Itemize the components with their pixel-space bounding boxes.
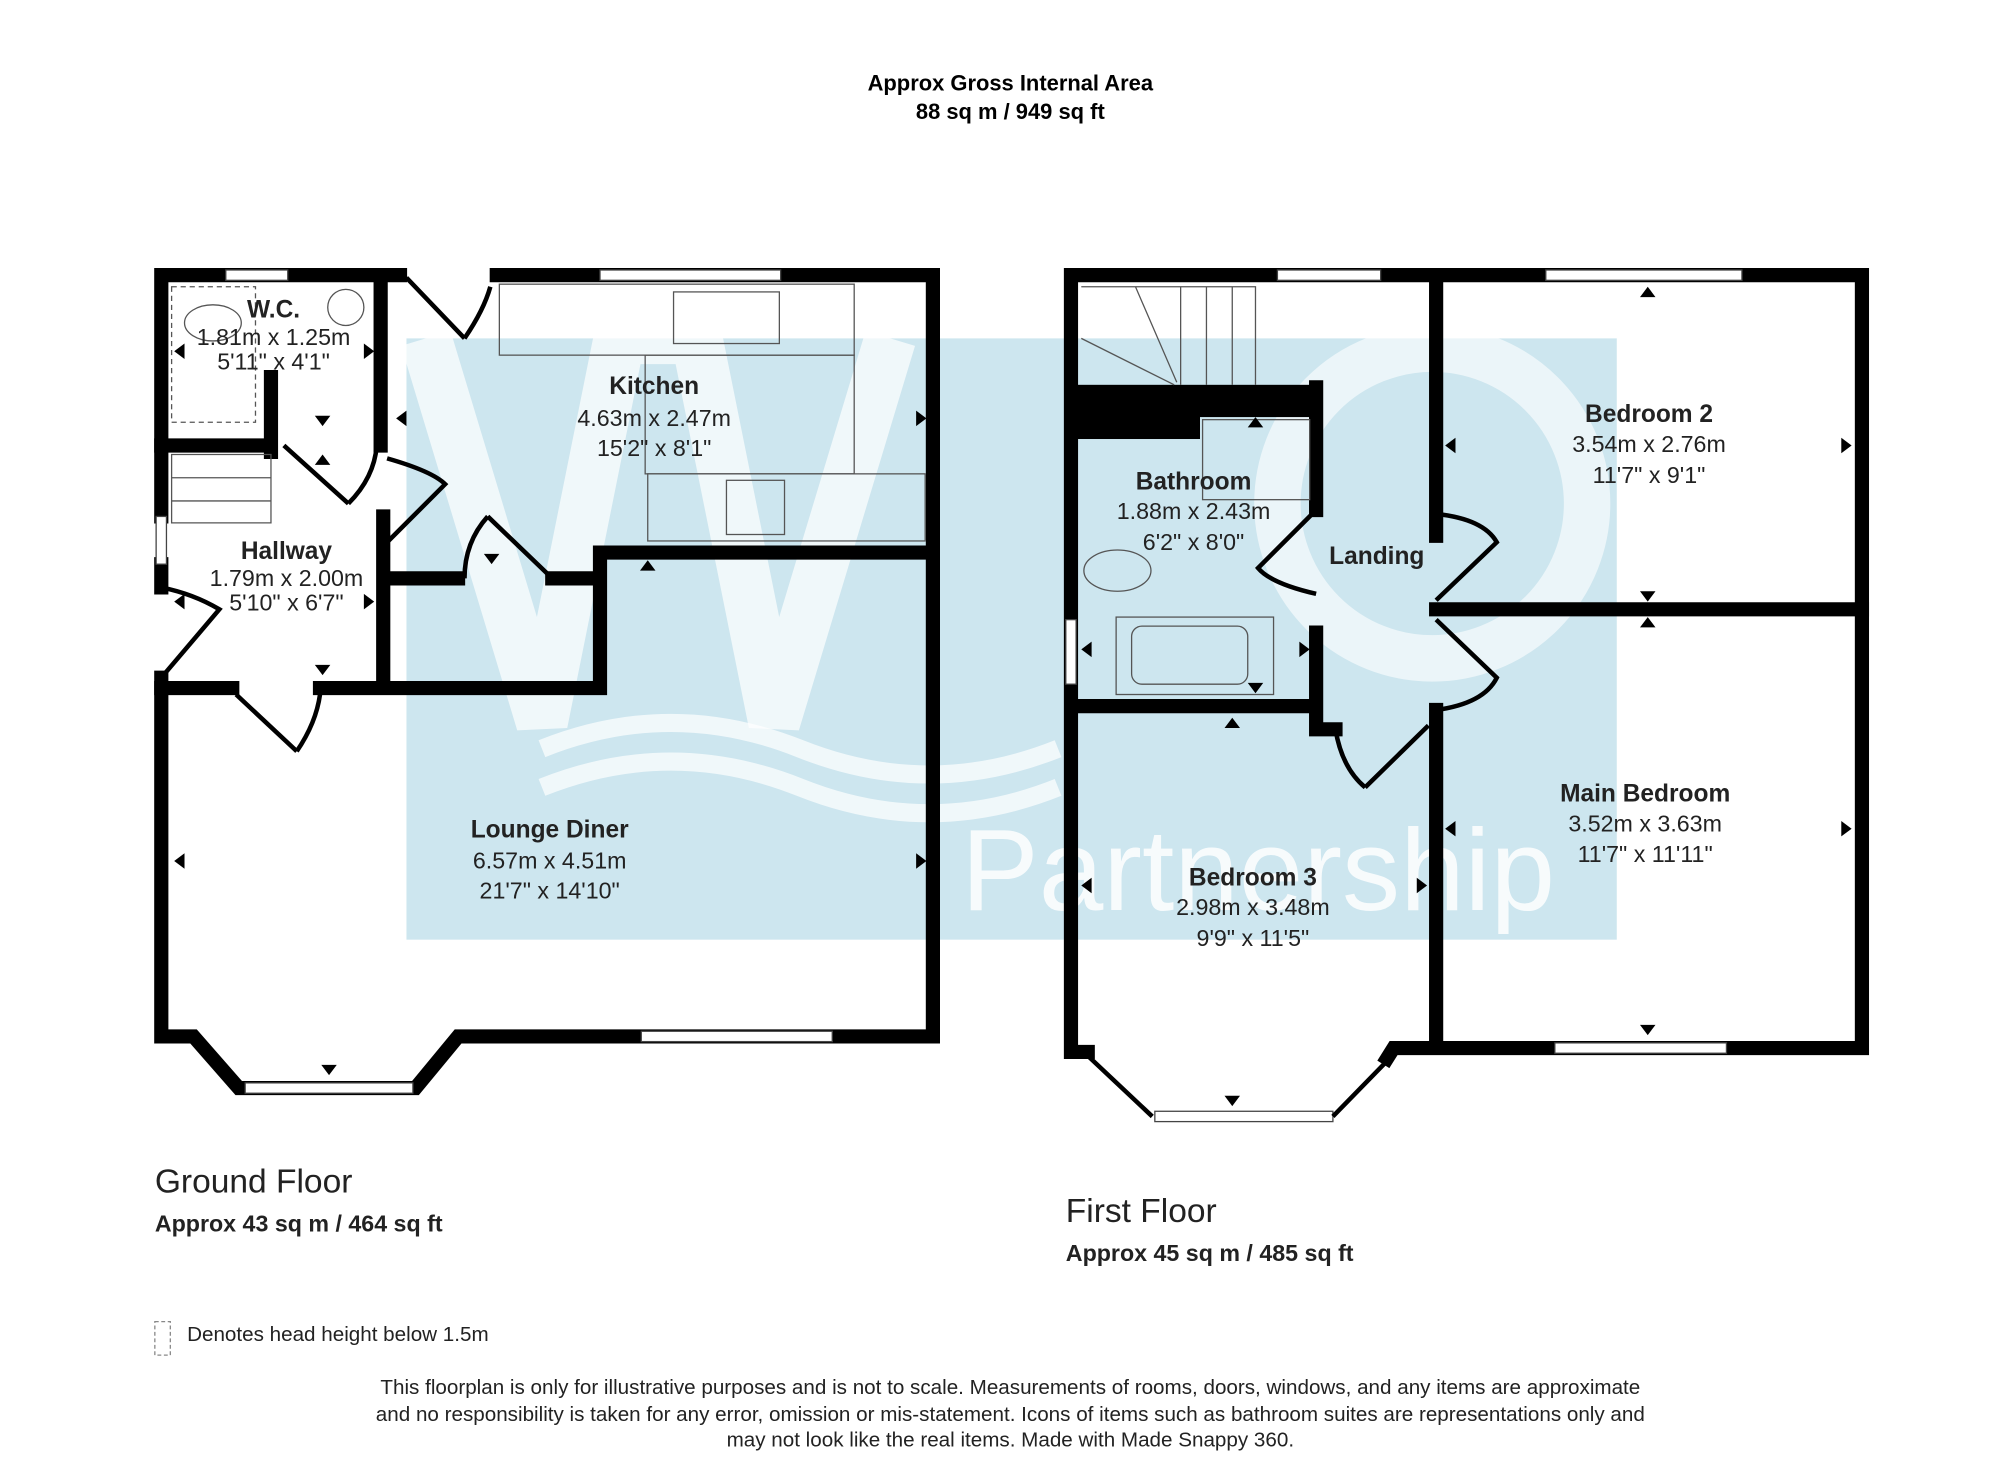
svg-text:3.52m x 3.63m: 3.52m x 3.63m xyxy=(1568,810,1722,836)
svg-text:Bathroom: Bathroom xyxy=(1136,468,1252,495)
head-height-legend-icon xyxy=(154,1320,171,1356)
svg-text:6.57m x 4.51m: 6.57m x 4.51m xyxy=(473,848,627,874)
room-bedroom-2: Bedroom 2 3.54m x 2.76m 11'7" x 9'1" xyxy=(1572,401,1726,488)
watermark-subtitle: Partnership xyxy=(961,805,1555,935)
svg-text:15'2" x 8'1": 15'2" x 8'1" xyxy=(597,435,711,461)
svg-text:Bedroom 2: Bedroom 2 xyxy=(1585,401,1713,428)
svg-text:2.98m x 3.48m: 2.98m x 3.48m xyxy=(1176,894,1330,920)
svg-text:5'10" x 6'7": 5'10" x 6'7" xyxy=(229,590,343,616)
room-lounge-diner: Lounge Diner 6.57m x 4.51m 21'7" x 14'10… xyxy=(471,817,629,904)
ground-floor-label: Ground Floor xyxy=(155,1164,353,1201)
legend-text: Denotes head height below 1.5m xyxy=(187,1323,489,1346)
svg-text:Main Bedroom: Main Bedroom xyxy=(1560,781,1730,808)
first-floor-label: First Floor xyxy=(1066,1193,1217,1230)
svg-text:1.88m x 2.43m: 1.88m x 2.43m xyxy=(1117,498,1271,524)
room-hallway: Hallway 1.79m x 2.00m 5'10" x 6'7" xyxy=(210,538,364,616)
svg-text:W.C.: W.C. xyxy=(247,297,300,324)
svg-text:11'7" x 9'1": 11'7" x 9'1" xyxy=(1593,462,1706,488)
svg-text:and no responsibility is taken: and no responsibility is taken for any e… xyxy=(376,1403,1645,1426)
room-landing: Landing xyxy=(1329,543,1424,570)
svg-text:1.81m x 1.25m: 1.81m x 1.25m xyxy=(197,324,351,350)
first-floor-area: Approx 45 sq m / 485 sq ft xyxy=(1066,1240,1354,1266)
room-kitchen: Kitchen 4.63m x 2.47m 15'2" x 8'1" xyxy=(577,373,731,461)
svg-text:Lounge Diner: Lounge Diner xyxy=(471,817,629,844)
ground-floor-area: Approx 43 sq m / 464 sq ft xyxy=(155,1210,443,1236)
svg-text:5'11" x 4'1": 5'11" x 4'1" xyxy=(217,348,330,374)
header-total-area: 88 sq m / 949 sq ft xyxy=(916,99,1106,124)
svg-text:21'7" x 14'10": 21'7" x 14'10" xyxy=(480,877,620,903)
svg-text:9'9" x 11'5": 9'9" x 11'5" xyxy=(1197,925,1310,951)
svg-text:Hallway: Hallway xyxy=(241,538,333,565)
room-main-bedroom: Main Bedroom 3.52m x 3.63m 11'7" x 11'11… xyxy=(1560,781,1730,868)
svg-text:Bedroom 3: Bedroom 3 xyxy=(1189,864,1317,891)
svg-text:Landing: Landing xyxy=(1329,543,1424,570)
room-bedroom-3: Bedroom 3 2.98m x 3.48m 9'9" x 11'5" xyxy=(1176,864,1330,951)
room-wc: W.C. 1.81m x 1.25m 5'11" x 4'1" xyxy=(197,297,351,375)
svg-text:6'2" x 8'0": 6'2" x 8'0" xyxy=(1143,529,1245,555)
svg-text:This floorplan is only for ill: This floorplan is only for illustrative … xyxy=(380,1376,1640,1399)
watermark-logo: Partnership xyxy=(401,312,1617,940)
svg-text:4.63m x 2.47m: 4.63m x 2.47m xyxy=(577,405,731,431)
svg-text:may not look like the real ite: may not look like the real items. Made w… xyxy=(727,1429,1294,1452)
room-bathroom: Bathroom 1.88m x 2.43m 6'2" x 8'0" xyxy=(1117,468,1271,555)
svg-text:1.79m x 2.00m: 1.79m x 2.00m xyxy=(210,565,364,591)
disclaimer: This floorplan is only for illustrative … xyxy=(376,1376,1645,1452)
ground-floor-plan xyxy=(154,268,940,1096)
header-title: Approx Gross Internal Area xyxy=(868,71,1154,96)
first-floor-plan xyxy=(1063,268,1870,1123)
svg-text:Kitchen: Kitchen xyxy=(609,373,699,400)
svg-text:11'7" x 11'11": 11'7" x 11'11" xyxy=(1578,841,1713,867)
svg-text:3.54m x 2.76m: 3.54m x 2.76m xyxy=(1572,431,1726,457)
